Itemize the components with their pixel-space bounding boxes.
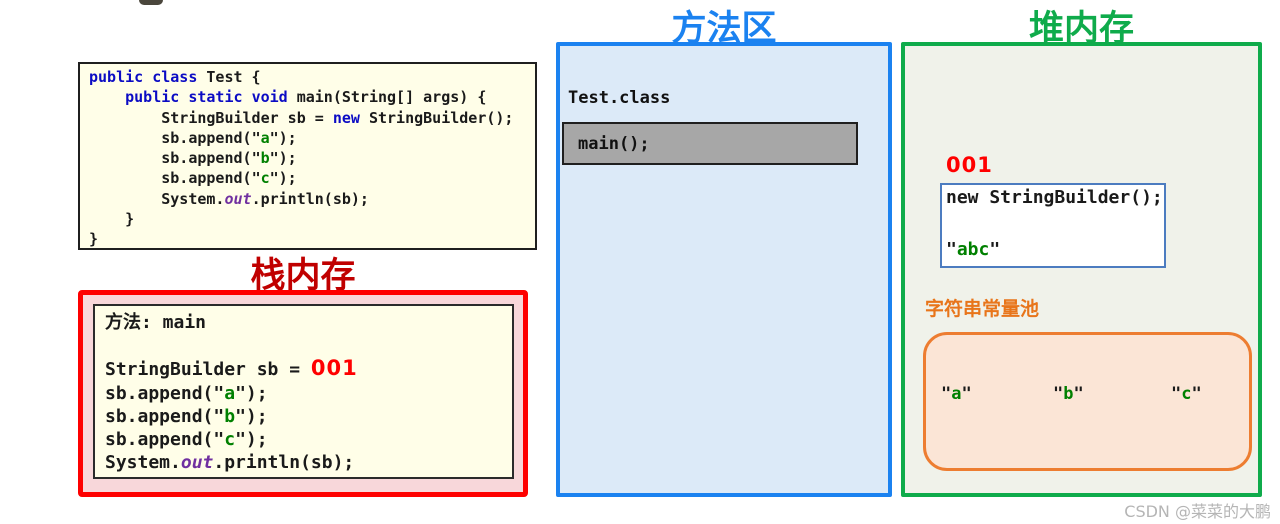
heap-memory-box: 001 new StringBuilder(); "abc" 字符串常量池 "a…	[901, 42, 1262, 497]
stack-memory-title: 栈内存	[250, 256, 356, 296]
string-literal-a: "a"	[941, 384, 972, 404]
cropped-text-remnant	[139, 0, 163, 5]
csdn-watermark: CSDN @菜菜的大鹏	[1124, 502, 1271, 521]
string-constant-pool-box: "a" "b" "c"	[923, 332, 1252, 471]
main-method-box: main();	[562, 122, 858, 165]
source-code: public class Test { public static void m…	[89, 68, 514, 249]
method-area-box: Test.class main();	[556, 42, 892, 497]
class-file-label: Test.class	[568, 88, 671, 108]
object-value-line: "abc"	[946, 239, 1001, 260]
stringbuilder-object-box: new StringBuilder(); "abc"	[940, 183, 1166, 268]
main-method-label: main();	[578, 133, 650, 154]
string-literal-c: "c"	[1171, 384, 1202, 404]
string-literal-b: "b"	[1053, 384, 1084, 404]
object-constructor-line: new StringBuilder();	[946, 187, 1163, 208]
object-address-label: 001	[946, 153, 993, 177]
string-constant-pool-title: 字符串常量池	[925, 298, 1040, 320]
source-code-panel: public class Test { public static void m…	[78, 62, 537, 250]
